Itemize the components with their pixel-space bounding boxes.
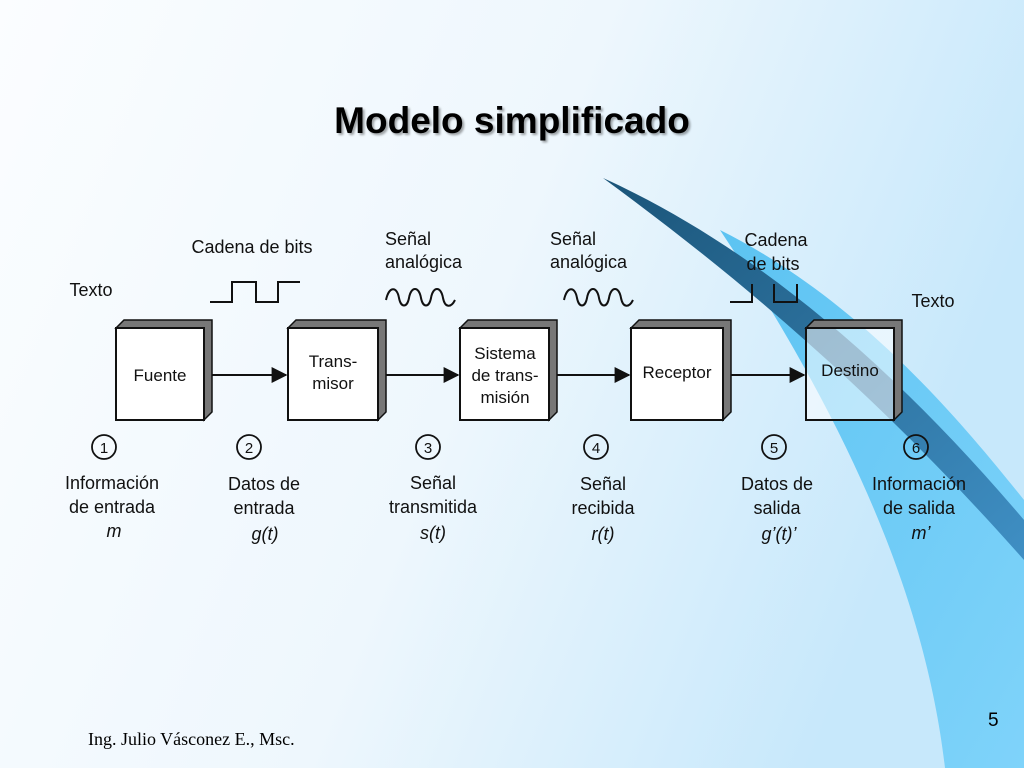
block-destino-label: Destino [821, 361, 879, 380]
stage-2: 2 Datos de entrada g(t) [228, 434, 300, 544]
stage-6-number: 6 [912, 440, 920, 457]
label-senal-1-line1: Señal [385, 229, 431, 249]
stage-5-number: 5 [770, 440, 778, 457]
footer-author: Ing. Julio Vásconez E., Msc. [88, 729, 295, 749]
block-fuente-label: Fuente [134, 366, 187, 385]
stage-5-line1: Datos de [741, 474, 813, 494]
stage-2-number: 2 [245, 440, 253, 457]
stage-5: 5 Datos de salida g’(t)’ [741, 434, 813, 544]
stage-1: 1 Información de entrada m [65, 434, 159, 541]
block-sistema-transmision: Sistema de trans- misión [458, 319, 558, 422]
stage-2-line2: entrada [233, 498, 295, 518]
square-wave-1 [210, 281, 300, 303]
stage-5-line2: salida [753, 498, 801, 518]
stage-4-line1: Señal [580, 474, 626, 494]
stage-1-line1: Información [65, 473, 159, 493]
stage-6: 6 Información de salida m’ [872, 434, 966, 543]
label-texto-entrada: Texto [69, 280, 112, 300]
block-sistema-line2: de trans- [471, 366, 538, 385]
stage-3-line2: transmitida [389, 497, 478, 517]
stage-4: 4 Señal recibida r(t) [571, 434, 636, 544]
stage-4-number: 4 [592, 440, 600, 457]
page-number: 5 [988, 710, 999, 731]
stage-1-symbol: m [107, 521, 122, 541]
block-transmisor: Trans- misor [286, 319, 387, 422]
stage-4-symbol: r(t) [592, 524, 615, 544]
block-receptor-label: Receptor [643, 363, 712, 382]
stage-3-number: 3 [424, 440, 432, 457]
square-wave-2 [730, 284, 798, 303]
stage-1-line2: de entrada [69, 497, 156, 517]
stage-5-symbol: g’(t)’ [762, 524, 798, 544]
block-destino: Destino [804, 319, 903, 422]
block-receptor: Receptor [629, 319, 732, 422]
analog-wave-2 [563, 288, 634, 307]
stage-6-line1: Información [872, 474, 966, 494]
block-sistema-line3: misión [480, 388, 529, 407]
label-cadena-bits-1: Cadena de bits [191, 237, 312, 257]
label-senal-1-line2: analógica [385, 252, 463, 272]
stage-6-symbol: m’ [912, 523, 932, 543]
stage-3: 3 Señal transmitida s(t) [389, 434, 478, 543]
analog-wave-1 [385, 288, 456, 307]
block-sistema-line1: Sistema [474, 344, 536, 363]
label-cadena-bits-2-line2: de bits [746, 254, 799, 274]
label-senal-2-line2: analógica [550, 252, 628, 272]
stage-6-line2: de salida [883, 498, 956, 518]
block-transmisor-line2: misor [312, 374, 354, 393]
slide-title: Modelo simplificado [334, 100, 690, 141]
block-fuente: Fuente [114, 319, 213, 422]
stage-4-line2: recibida [571, 498, 635, 518]
label-texto-salida: Texto [911, 291, 954, 311]
label-cadena-bits-2-line1: Cadena [744, 230, 808, 250]
label-senal-2-line1: Señal [550, 229, 596, 249]
swoosh-light [720, 230, 1024, 768]
stage-3-line1: Señal [410, 473, 456, 493]
stage-1-number: 1 [100, 440, 108, 457]
stage-2-line1: Datos de [228, 474, 300, 494]
block-transmisor-line1: Trans- [309, 352, 358, 371]
stage-2-symbol: g(t) [252, 524, 279, 544]
stage-3-symbol: s(t) [420, 523, 446, 543]
